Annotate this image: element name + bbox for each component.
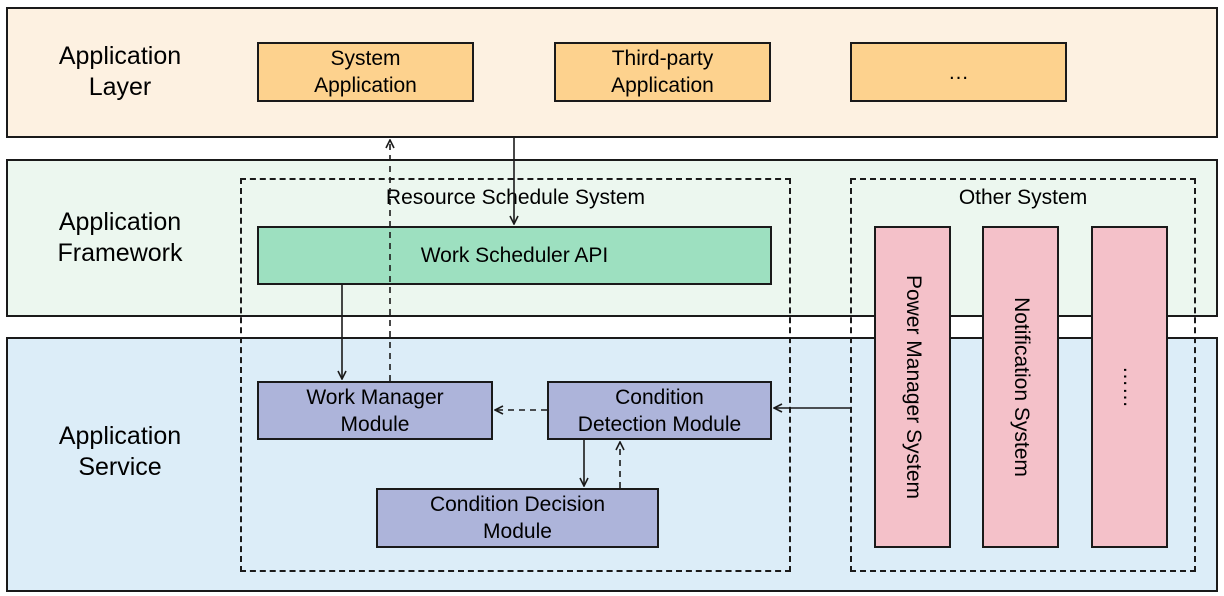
work-scheduler-api-box: Work Scheduler API xyxy=(257,226,772,285)
notification-system-box: Notification System xyxy=(982,226,1059,548)
power-manager-system-box: Power Manager System xyxy=(874,226,951,548)
condition-detection-module-box: Condition Detection Module xyxy=(547,381,772,440)
application-framework-label: Application Framework xyxy=(57,208,183,267)
resource-schedule-system-region: Resource Schedule System xyxy=(240,178,791,572)
other-system-region: Other System xyxy=(850,178,1196,572)
system-application-box: System Application xyxy=(257,42,474,102)
application-layer-label: Application Layer xyxy=(58,42,182,101)
work-manager-module-box: Work Manager Module xyxy=(257,381,493,440)
more-systems-box: …… xyxy=(1091,226,1168,548)
other-system-title: Other System xyxy=(958,186,1088,209)
more-applications-box: … xyxy=(850,42,1067,102)
third-party-application-box: Third-party Application xyxy=(554,42,771,102)
resource-schedule-system-title: Resource Schedule System xyxy=(385,186,646,209)
application-service-label: Application Service xyxy=(58,422,182,481)
condition-decision-module-box: Condition Decision Module xyxy=(376,488,659,548)
